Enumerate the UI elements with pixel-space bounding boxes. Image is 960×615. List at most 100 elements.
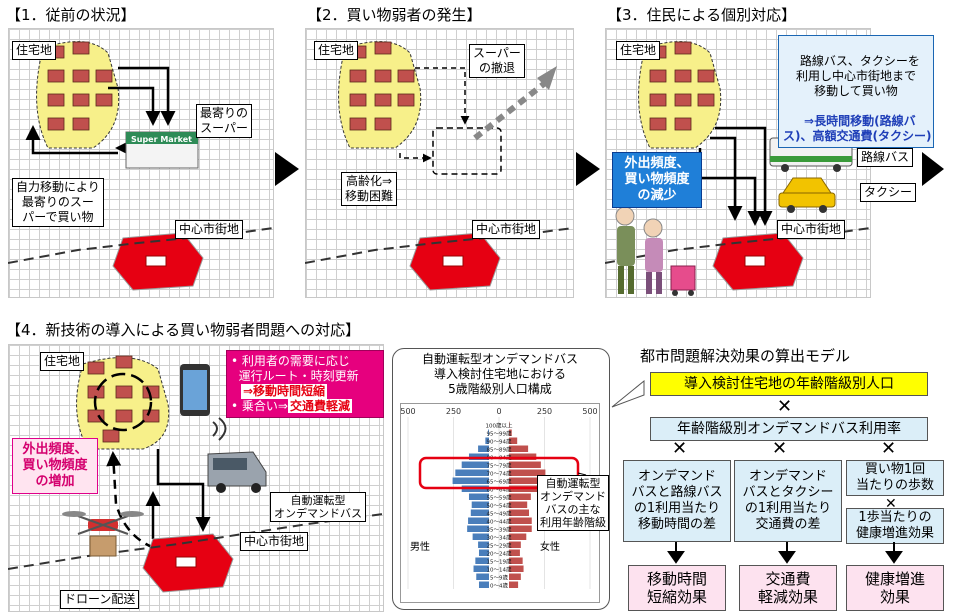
bullet1-result: ⇒移動時間短縮 — [241, 384, 328, 399]
pyramid-callout: 自動運転型 オンデマンド バスの主な 利用年齢階級 — [537, 475, 609, 531]
model-rate-box: 年齢階級別オンデマンドバス利用率 — [650, 417, 928, 441]
pyramid-bar-female — [509, 541, 521, 548]
pyramid-age-label: 20～24歳 — [487, 550, 512, 558]
pyramid-age-label: 5～9歳 — [490, 574, 508, 582]
cross-1: ✕ — [777, 396, 793, 417]
panel4-city-center-label: 中心市街地 — [240, 532, 309, 551]
panel2-city-center-label: 中心市街地 — [472, 220, 541, 239]
pyramid-bar-female — [509, 429, 512, 436]
model-col2-box: オンデマンド バスとタクシー の1利用当たり 交通費の差 — [734, 460, 842, 542]
cross-3: ✕ — [772, 438, 788, 459]
pyramid-bar-female — [509, 445, 529, 452]
pyramid-bar-male — [473, 565, 489, 572]
pyramid-bar-female — [509, 517, 532, 524]
pyramid-bar-female — [509, 437, 518, 444]
pyramid-bar-male — [470, 509, 489, 516]
pyramid-age-label: 95～99歳 — [487, 430, 512, 438]
panel4-bullets: • 利用者の需要に応じ 運行ルート・時刻更新 ⇒移動時間短縮 • 乗合い⇒交通費… — [226, 350, 384, 418]
panel2-drawing — [305, 41, 574, 291]
model-col1-box: オンデマンド バスと路線バス の1利用当たり 移動時間の差 — [623, 460, 731, 542]
pyramid-age-label: 60～64歳 — [487, 486, 512, 494]
pyramid-bar-female — [509, 477, 549, 484]
pyramid-bar-female — [509, 493, 531, 500]
panel1-self-move-label: 自力移動により 最寄りのスー パーで買い物 — [12, 178, 104, 227]
pyramid-bar-male — [472, 533, 489, 540]
model-col3b-box: 1歩当たりの 健康増進効果 — [846, 508, 944, 544]
pyramid-bar-male — [461, 461, 489, 468]
pyramid-female-label: 女性 — [540, 542, 560, 553]
panel2-withdrawal-label: スーパー の撤退 — [469, 44, 525, 78]
panel3-taxi-label: タクシー — [860, 183, 917, 202]
pyramid-bar-male — [478, 581, 489, 588]
flow-arrow-3 — [922, 152, 944, 186]
panel3-bus-label: 路線バス — [857, 148, 914, 167]
panel3-callout: 路線バス、タクシーを 利用し中心市街地まで 移動して買い物 ⇒長時間移動(路線バ… — [778, 35, 934, 148]
pyramid-age-label: 35～39歳 — [487, 526, 512, 534]
panel3-drawing — [605, 41, 871, 296]
pyramid-bar-male — [488, 429, 489, 436]
model-col3a-box: 買い物1回 当たりの歩数 — [846, 460, 944, 496]
panel3-decrease-note: 外出頻度、 買い物頻度 の減少 — [612, 152, 702, 208]
pyramid-bar-male — [476, 573, 489, 580]
pyramid-bar-female — [509, 469, 546, 476]
panel4-title: 【4．新技術の導入による買い物弱者問題への対応】 — [6, 321, 361, 339]
panel1-drawing — [8, 41, 274, 291]
pyramid-bar-female — [509, 557, 523, 564]
panel4-increase-note: 外出頻度、 買い物頻度 の増加 — [12, 438, 98, 494]
model-down-arrows — [667, 542, 903, 564]
pyramid-age-label: 10～14歳 — [487, 566, 512, 574]
pyramid-age-label: 100歳以上 — [486, 422, 513, 430]
panel4-bus-caption: 自動運転型 オンデマンドバス — [270, 492, 366, 522]
pyramid-bar-male — [478, 445, 489, 452]
pyramid-bar-male — [478, 541, 489, 548]
pyramid-x-tick: 250 — [446, 407, 461, 416]
panel3-title: 【3．住民による個別対応】 — [607, 6, 797, 24]
bullet2-result: 交通費軽減 — [287, 399, 352, 413]
panel4-drone-label: ドローン配送 — [60, 590, 140, 609]
bullet1-text: • 利用者の需要に応じ 運行ルート・時刻更新 — [231, 354, 359, 383]
panel2-residential-label: 住宅地 — [314, 41, 359, 60]
pyramid-age-label: 55～59歳 — [487, 494, 512, 502]
pyramid-x-tick: 500 — [400, 407, 415, 416]
pyramid-age-label: 0～4歳 — [490, 582, 508, 590]
pyramid-age-label: 25～29歳 — [487, 542, 512, 550]
pyramid-title: 自動運転型オンデマンドバス 導入検討住宅地における 5歳階級別人口構成 — [421, 352, 578, 396]
pyramid-age-label: 15～19歳 — [487, 558, 512, 566]
panel4-drawing — [8, 355, 384, 593]
pyramid-age-label: 65～69歳 — [487, 478, 512, 486]
model-pointer — [611, 379, 645, 408]
cross-4: ✕ — [881, 438, 897, 459]
pyramid-age-label: 50～54歳 — [487, 502, 512, 510]
panel3-city-center-label: 中心市街地 — [777, 220, 846, 239]
panel3-callout-result: ⇒長時間移動(路線バ ス)、高額交通費(タクシー) — [783, 114, 932, 143]
pyramid-bar-female — [509, 525, 532, 532]
model-out3-box: 健康増進 効果 — [846, 565, 944, 611]
pyramid-bar-male — [471, 501, 489, 508]
pyramid-bar-male — [455, 469, 489, 476]
pyramid-bar-male — [478, 549, 489, 556]
panel1-city-center-label: 中心市街地 — [175, 220, 244, 239]
model-out1-box: 移動時間 短縮効果 — [628, 565, 726, 611]
pyramid-bar-male — [452, 477, 489, 484]
panel1-nearest-super-label: 最寄りの スーパー — [196, 104, 253, 138]
panel2-aging-label: 高齢化⇒ 移動困難 — [341, 172, 398, 206]
pyramid-bar-female — [509, 509, 530, 516]
pyramid-age-label: 45～49歳 — [487, 510, 512, 518]
pyramid-bar-female — [509, 565, 524, 572]
pyramid-bar-male — [468, 517, 489, 524]
pyramid-bar-female — [509, 549, 520, 556]
cross-5: ✕ — [885, 496, 897, 512]
pyramid-bar-male — [475, 557, 489, 564]
pyramid-age-label: 75～79歳 — [487, 462, 512, 470]
pyramid-age-label: 85～89歳 — [487, 446, 512, 454]
pyramid-bar-female — [509, 533, 527, 540]
panel1-title: 【1．従前の状況】 — [6, 6, 136, 24]
flow-arrow-1 — [275, 152, 299, 186]
pyramid-age-label: 70～74歳 — [487, 470, 512, 478]
pyramid-bar-female — [509, 461, 541, 468]
pyramid-age-label: 90～94歳 — [487, 438, 512, 446]
model-title: 都市問題解決効果の算出モデル — [640, 347, 851, 365]
pyramid-bar-male — [467, 525, 489, 532]
pyramid-age-label: 40～44歳 — [487, 518, 512, 526]
